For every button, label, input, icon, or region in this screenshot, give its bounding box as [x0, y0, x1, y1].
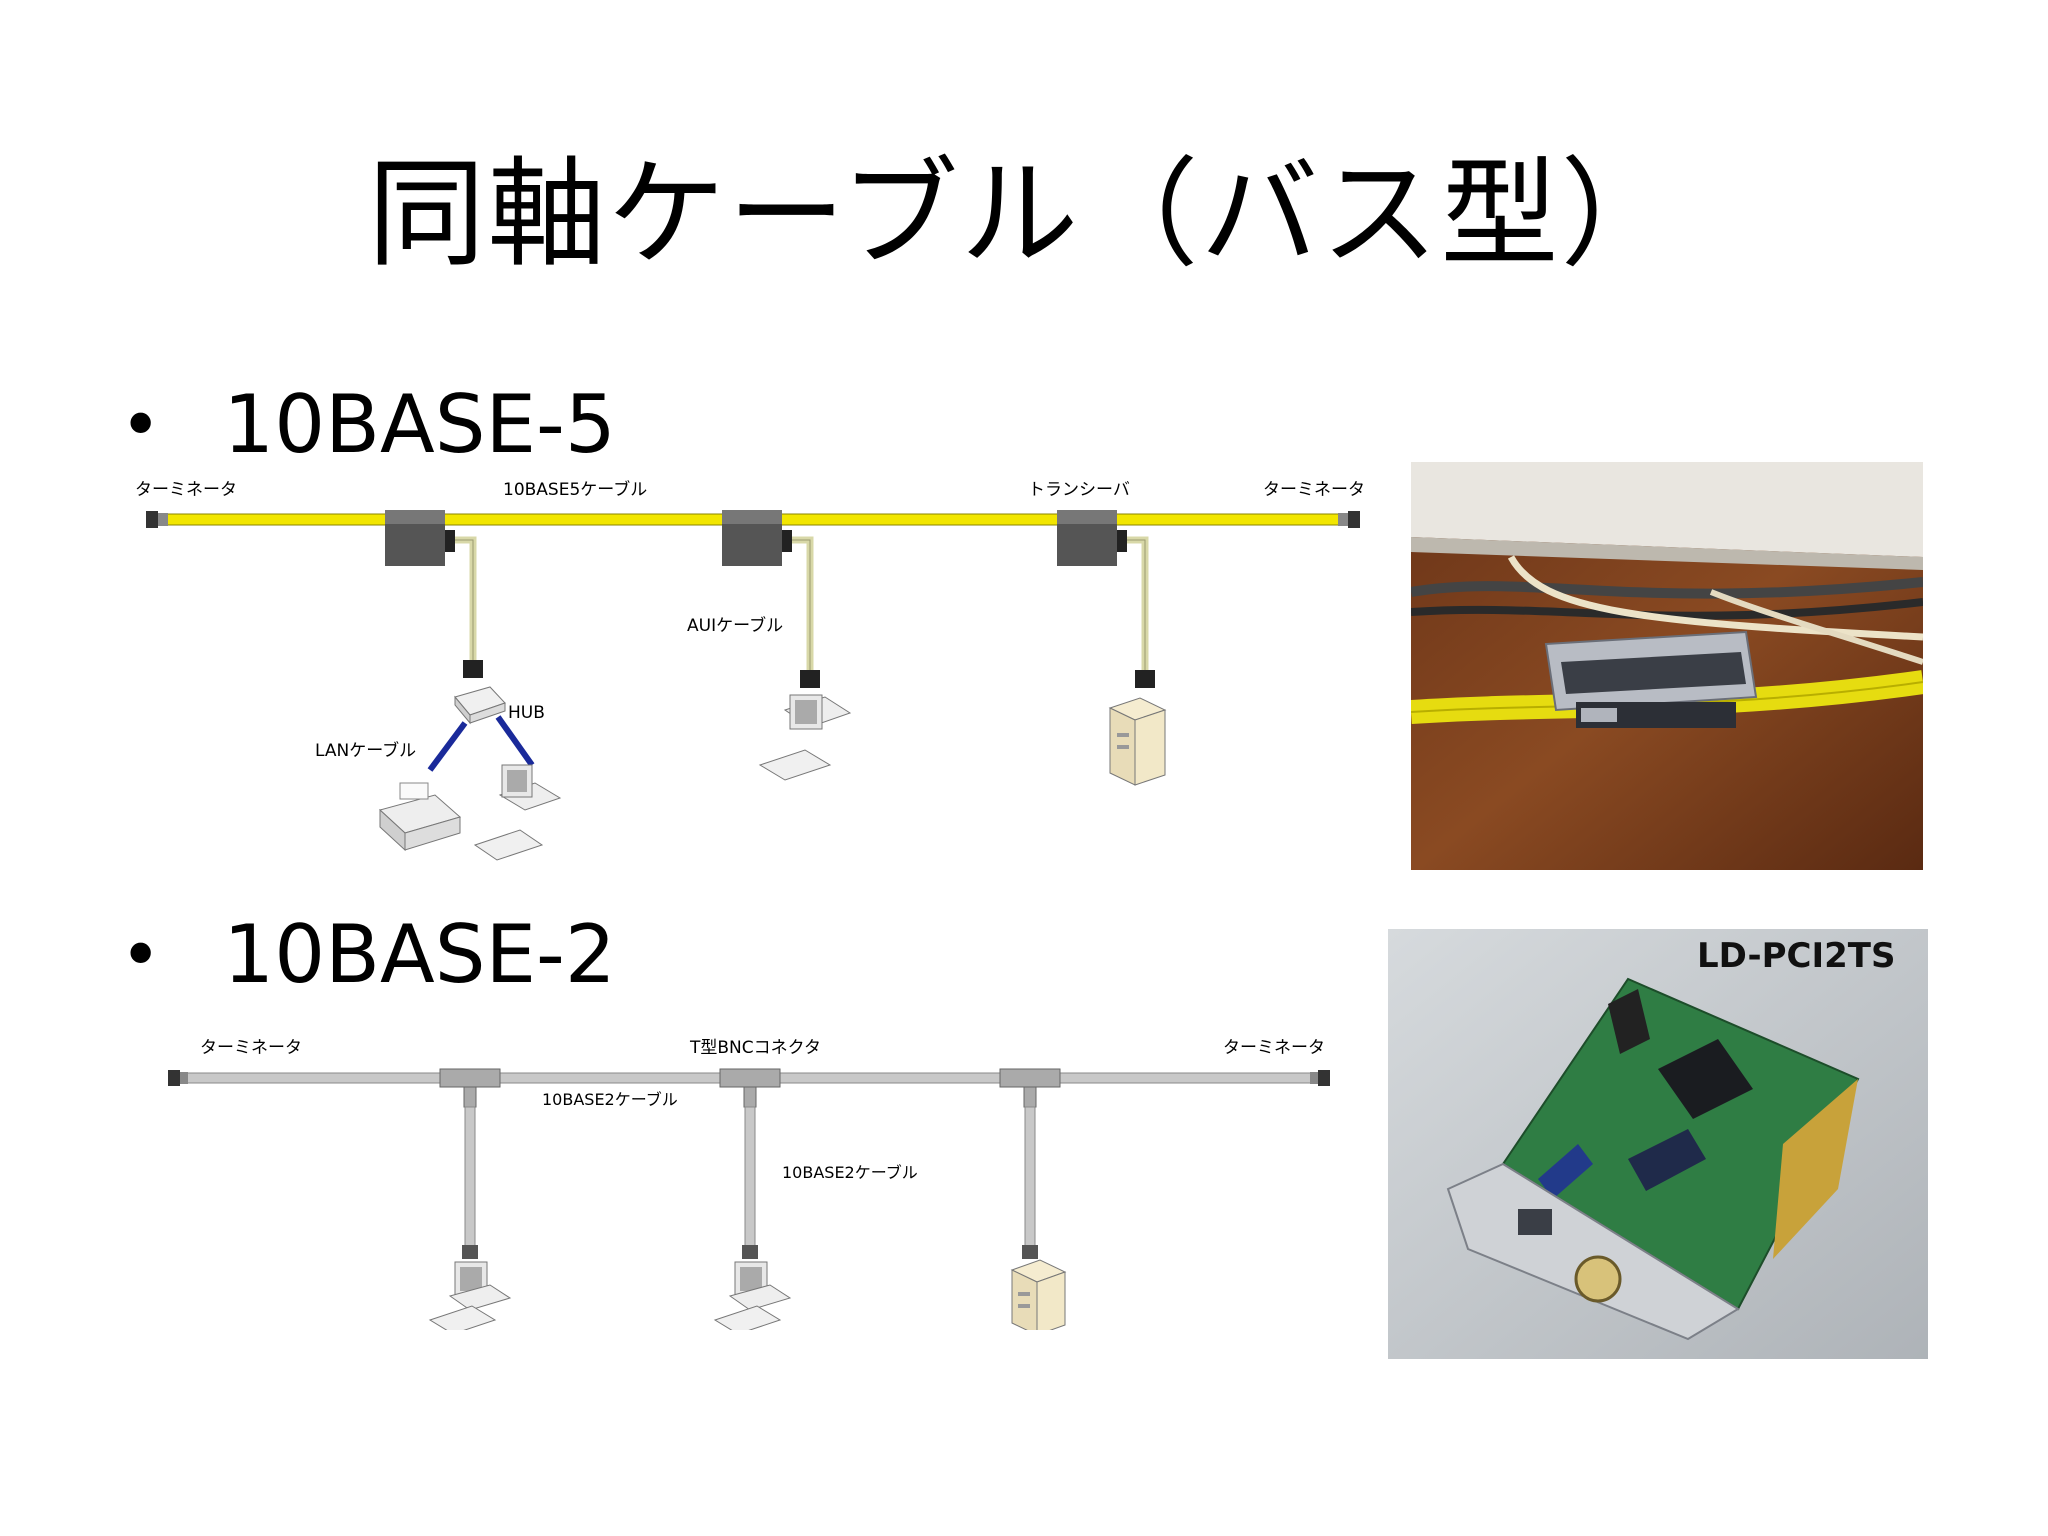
label-hub: HUB — [508, 703, 545, 723]
bullet-label: 10BASE-2 — [223, 908, 616, 1001]
bullet-label: 10BASE-5 — [223, 378, 616, 471]
pci-card — [1446, 977, 1860, 1341]
transceiver-device — [1544, 630, 1758, 728]
card-model-label: LD-PCI2TS — [1697, 936, 1896, 976]
lan-cable-line — [427, 721, 468, 772]
label-t-connector: T型BNCコネクタ — [689, 1038, 821, 1058]
terminator-right-icon — [1338, 511, 1360, 528]
label-terminator-right: ターミネータ — [1263, 480, 1365, 500]
terminator-right-icon — [1310, 1070, 1330, 1086]
label-lan-cable: LANケーブル — [315, 740, 416, 761]
bullet-dot: • — [120, 913, 162, 996]
server-icon — [1108, 697, 1167, 786]
bullet-10base5: • 10BASE-5 — [120, 378, 616, 471]
bullet-10base2: • 10BASE-2 — [120, 908, 616, 1001]
network-card-photo: LD-PCI2TS — [1388, 929, 1928, 1359]
t-connector-icon — [439, 1068, 501, 1259]
t-connector-icon — [719, 1068, 781, 1259]
label-transceiver: トランシーバ — [1028, 480, 1130, 500]
terminator-left-icon — [168, 1070, 188, 1086]
hub-icon — [454, 686, 506, 725]
label-10base2-cable-1: 10BASE2ケーブル — [542, 1090, 678, 1109]
label-terminator-left: ターミネータ — [200, 1038, 302, 1058]
server-icon — [1010, 1259, 1067, 1330]
label-terminator-right: ターミネータ — [1223, 1038, 1325, 1058]
label-10base2-cable-2: 10BASE2ケーブル — [782, 1163, 918, 1182]
computer-icon — [473, 764, 562, 861]
transceiver-photo — [1411, 462, 1923, 870]
diagram-10base5: ターミネータ 10BASE5ケーブル トランシーバ ターミネータ AUIケ — [135, 479, 1365, 861]
printer-icon — [378, 782, 462, 852]
computer-icon — [428, 1261, 512, 1330]
terminator-left-icon — [146, 511, 168, 528]
diagram-10base2: ターミネータ T型BNCコネクタ ターミネータ 10BASE2ケーブル 10BA… — [168, 1038, 1330, 1330]
computer-icon — [758, 694, 852, 781]
label-aui-cable: AUIケーブル — [687, 615, 783, 636]
label-10base5-cable: 10BASE5ケーブル — [503, 479, 647, 500]
slide-title: 同軸ケーブル（バス型） — [367, 145, 1681, 283]
label-terminator-left: ターミネータ — [135, 480, 237, 500]
computer-icon — [713, 1261, 792, 1330]
transceiver-icon — [1057, 510, 1155, 688]
transceiver-icon — [722, 510, 820, 688]
transceiver-icon — [385, 510, 483, 678]
lan-cable-line — [495, 715, 535, 767]
t-connector-icon — [999, 1068, 1061, 1259]
bullet-dot: • — [120, 383, 162, 466]
